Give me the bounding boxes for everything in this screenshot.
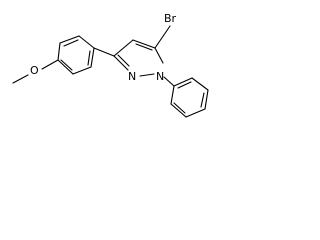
ring-bond <box>154 47 164 64</box>
ring-double-bond <box>177 81 192 89</box>
ring-bond <box>132 39 156 49</box>
c-br-bond <box>154 25 171 49</box>
methoxyphenyl-ring <box>57 35 95 75</box>
ring-double-bond <box>60 59 73 71</box>
ring-double-bond <box>87 50 91 66</box>
bromine-label: Br <box>164 12 177 25</box>
o-aryl-bond <box>41 59 59 70</box>
ring-double-bond <box>200 92 205 108</box>
ring-bond <box>204 89 209 110</box>
ring-bond <box>173 77 193 87</box>
ring-bond <box>90 47 95 68</box>
ring-bond <box>78 35 95 49</box>
ring-bond <box>57 59 74 75</box>
ring-bond <box>57 42 61 61</box>
ring-bond <box>113 55 129 71</box>
ring-bond <box>170 85 175 105</box>
n-phenyl-bond <box>163 76 175 87</box>
ring-double-bond <box>117 54 130 67</box>
molecule-drawing: Br O N N <box>12 12 209 118</box>
nitrogen-2-label: N <box>128 70 136 83</box>
ring-bond <box>59 35 80 44</box>
ring-bond <box>72 66 92 75</box>
structure-canvas: Br O N N <box>0 0 257 133</box>
nitrogen-1-label: N <box>156 70 164 83</box>
ring-double-bond <box>173 102 186 114</box>
ring-bond <box>191 77 209 91</box>
methyl-o-bond <box>12 74 29 84</box>
ring-double-bond <box>63 39 79 47</box>
phenyl-ring <box>170 77 209 118</box>
ring-bond <box>185 108 206 118</box>
oxygen-label: O <box>30 64 39 77</box>
ring-bond <box>139 73 155 77</box>
ring-double-bond <box>135 43 153 51</box>
methoxy-group <box>12 59 59 84</box>
pyrazole-ring <box>113 39 164 77</box>
ring-bond <box>170 103 187 118</box>
aryl-pyrazole-bond <box>93 47 115 57</box>
ring-bond <box>113 39 134 57</box>
